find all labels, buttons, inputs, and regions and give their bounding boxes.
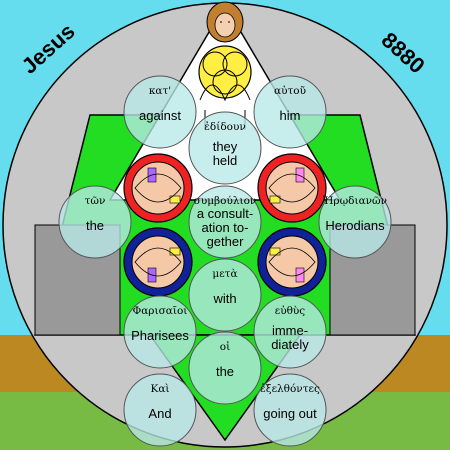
english-gloss: ation to-: [202, 220, 249, 235]
figure-head: [206, 1, 244, 43]
english-gloss: the: [216, 364, 234, 379]
english-gloss: Pharisees: [131, 328, 189, 343]
word-circle-shape: [123, 75, 197, 149]
hex-flower: [123, 153, 327, 297]
english-gloss: they: [213, 139, 238, 154]
greek-word: Ἡρῳδιανῶν: [323, 194, 387, 207]
greek-word: εὐθὺς: [275, 304, 306, 317]
word-circle-shape: [58, 185, 132, 259]
word-circle-meta: μετὰ with: [188, 258, 262, 332]
word-circle-shape: [188, 185, 262, 259]
yellow-triquetra: [198, 45, 252, 99]
english-gloss: a consult-: [197, 206, 253, 221]
greek-word: κατ': [149, 85, 171, 97]
word-circle-ton: τῶν the: [58, 185, 132, 259]
english-gloss: the: [86, 218, 104, 233]
word-circle-shape: [318, 185, 392, 259]
word-circle-shape: [188, 111, 262, 185]
greek-word: ἐδίδουν: [204, 120, 245, 133]
english-gloss: diately: [271, 337, 309, 352]
word-circle-kat: κατ' against: [123, 75, 197, 149]
english-gloss: And: [148, 406, 171, 421]
greek-word: συμβούλιον: [194, 195, 257, 207]
greek-word: Φαρισαῖοι: [133, 305, 188, 317]
english-gloss: him: [280, 108, 301, 123]
word-circle-shape: [123, 373, 197, 447]
word-circle-euthys: εὐθὺς imme-diately: [253, 295, 327, 369]
word-circle-shape: [188, 331, 262, 405]
english-gloss: held: [213, 153, 238, 168]
greek-word: ἐξελθόντες: [260, 382, 320, 395]
word-circle-shape: [123, 295, 197, 369]
word-circle-shape: [253, 373, 327, 447]
word-circle-hoi: οἱ the: [188, 331, 262, 405]
english-gloss: against: [139, 108, 181, 123]
greek-word: Καὶ: [150, 382, 169, 395]
word-circle-shape: [253, 75, 327, 149]
word-circle-shape: [253, 295, 327, 369]
greek-word: αὐτοῦ: [274, 84, 306, 97]
greek-word: οἱ: [220, 340, 230, 353]
english-gloss: imme-: [272, 323, 308, 338]
greek-word: μετὰ: [212, 268, 237, 280]
english-gloss: going out: [263, 406, 317, 421]
word-circle-autou: αὐτοῦ him: [253, 75, 327, 149]
english-gloss: gether: [207, 234, 245, 249]
word-circle-shape: [188, 258, 262, 332]
greek-word: τῶν: [85, 195, 106, 207]
english-gloss: Herodians: [325, 218, 385, 233]
english-gloss: with: [212, 291, 236, 306]
word-circle-exelthontes: ἐξελθόντες going out: [253, 373, 327, 447]
